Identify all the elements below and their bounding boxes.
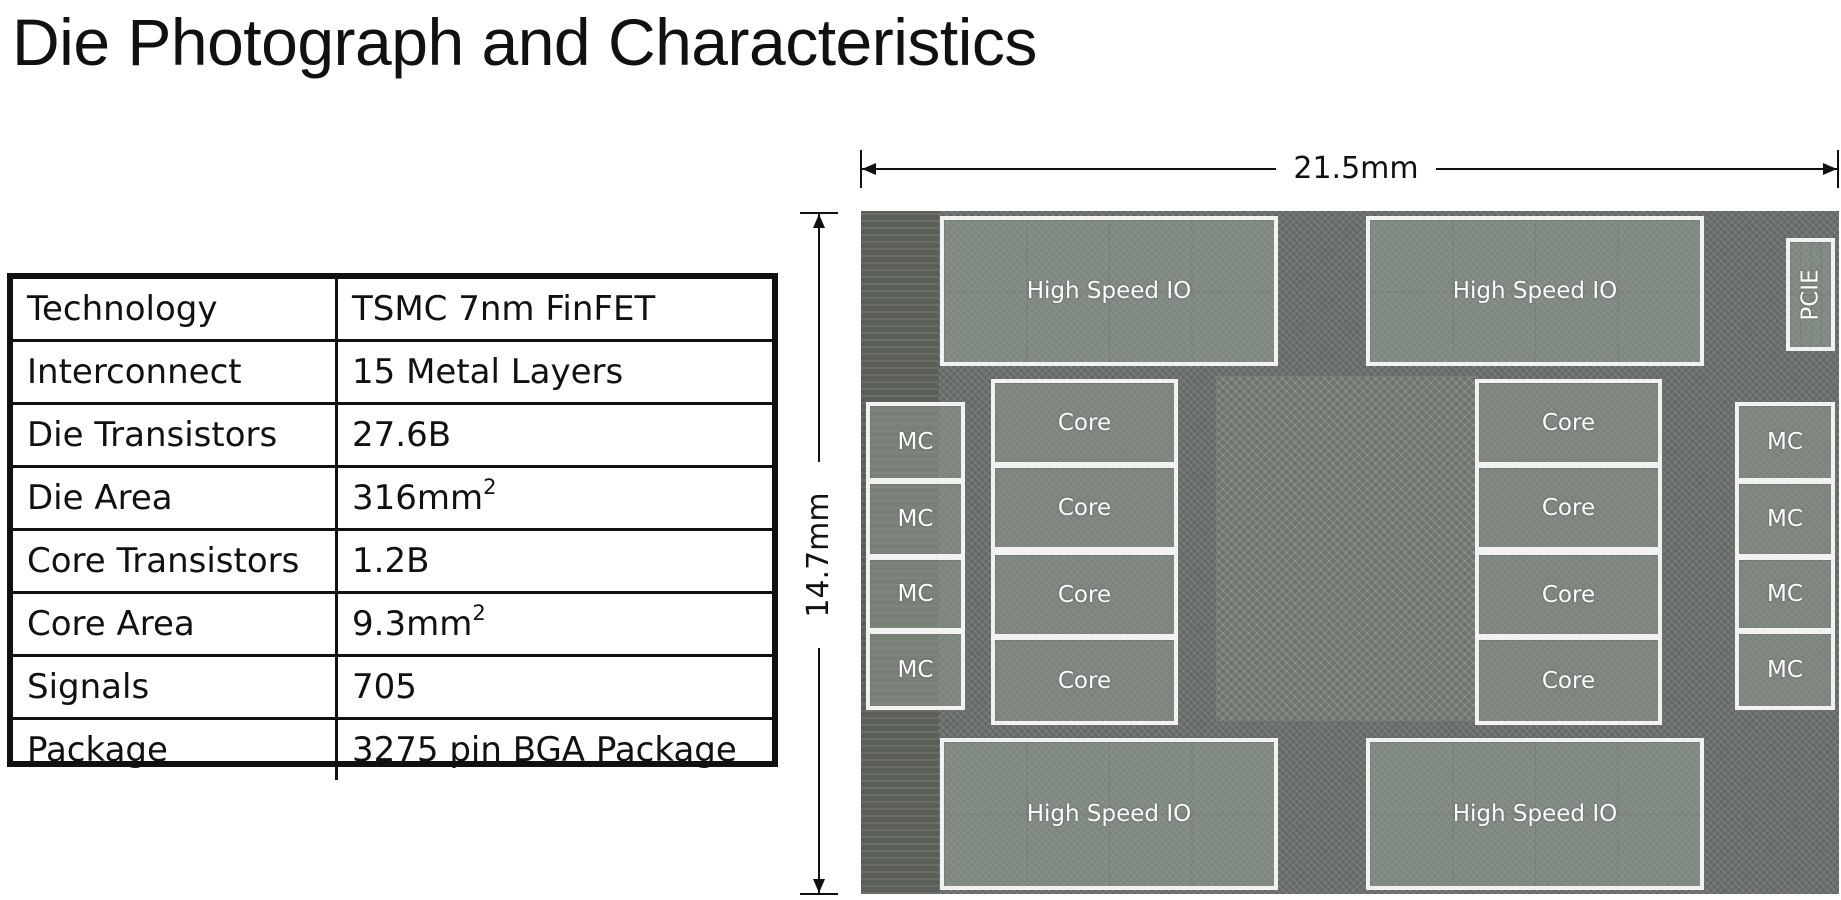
- core-block-right-4: Core: [1475, 636, 1662, 725]
- spec-value: 705: [335, 654, 772, 720]
- pcie-block: PCIE: [1786, 238, 1835, 351]
- spec-label: Die Area: [13, 465, 338, 531]
- spec-row-die-area: Die Area 316mm2: [13, 465, 772, 531]
- spec-row-core-area: Core Area 9.3mm2: [13, 591, 772, 657]
- spec-value: 9.3mm2: [335, 591, 772, 657]
- core-block-left-4: Core: [991, 636, 1178, 725]
- spec-label: Core Transistors: [13, 528, 338, 594]
- spec-table: Technology TSMC 7nm FinFET Interconnect …: [7, 273, 778, 780]
- spec-label: Core Area: [13, 591, 338, 657]
- spec-label: Die Transistors: [13, 402, 338, 468]
- core-block-right-3: Core: [1475, 551, 1662, 638]
- die-height-label: 14.7mm: [796, 462, 842, 648]
- spec-label: Interconnect: [13, 339, 338, 405]
- high-speed-io-block-top-right: High Speed IO: [1366, 216, 1704, 366]
- page-title: Die Photograph and Characteristics: [12, 5, 1037, 79]
- core-block-right-1: Core: [1475, 379, 1662, 466]
- spec-value: 316mm2: [335, 465, 772, 531]
- spec-row-signals: Signals 705: [13, 654, 772, 720]
- memory-controller-block-left-2: MC: [866, 480, 965, 558]
- spec-row-interconnect: Interconnect 15 Metal Layers: [13, 339, 772, 405]
- high-speed-io-block-bottom-right: High Speed IO: [1366, 738, 1704, 890]
- spec-value: TSMC 7nm FinFET: [335, 279, 772, 342]
- die-center-region: [1216, 376, 1476, 721]
- spec-row-package: Package 3275 pin BGA Package: [13, 717, 772, 780]
- spec-label: Package: [13, 717, 338, 780]
- die-photograph: High Speed IO High Speed IO PCIE Core Co…: [861, 211, 1839, 894]
- core-block-right-2: Core: [1475, 464, 1662, 551]
- spec-value: 3275 pin BGA Package: [335, 717, 772, 780]
- spec-label: Technology: [13, 279, 338, 342]
- memory-controller-block-left-3: MC: [866, 556, 965, 632]
- memory-controller-block-left-4: MC: [866, 630, 965, 710]
- spec-value: 15 Metal Layers: [335, 339, 772, 405]
- spec-row-core-transistors: Core Transistors 1.2B: [13, 528, 772, 594]
- memory-controller-block-right-3: MC: [1735, 556, 1835, 632]
- memory-controller-block-left-1: MC: [866, 402, 965, 482]
- spec-value: 1.2B: [335, 528, 772, 594]
- core-block-left-3: Core: [991, 551, 1178, 638]
- spec-label: Signals: [13, 654, 338, 720]
- memory-controller-block-right-1: MC: [1735, 402, 1835, 482]
- core-block-left-1: Core: [991, 379, 1178, 466]
- spec-row-die-transistors: Die Transistors 27.6B: [13, 402, 772, 468]
- superscript: 2: [483, 475, 497, 499]
- superscript: 2: [472, 601, 486, 625]
- memory-controller-block-right-4: MC: [1735, 630, 1835, 710]
- spec-row-technology: Technology TSMC 7nm FinFET: [13, 279, 772, 342]
- core-block-left-2: Core: [991, 464, 1178, 551]
- high-speed-io-block-bottom-left: High Speed IO: [940, 738, 1278, 890]
- high-speed-io-block-top-left: High Speed IO: [940, 216, 1278, 366]
- spec-value: 27.6B: [335, 402, 772, 468]
- die-width-label: 21.5mm: [1276, 146, 1436, 192]
- memory-controller-block-right-2: MC: [1735, 480, 1835, 558]
